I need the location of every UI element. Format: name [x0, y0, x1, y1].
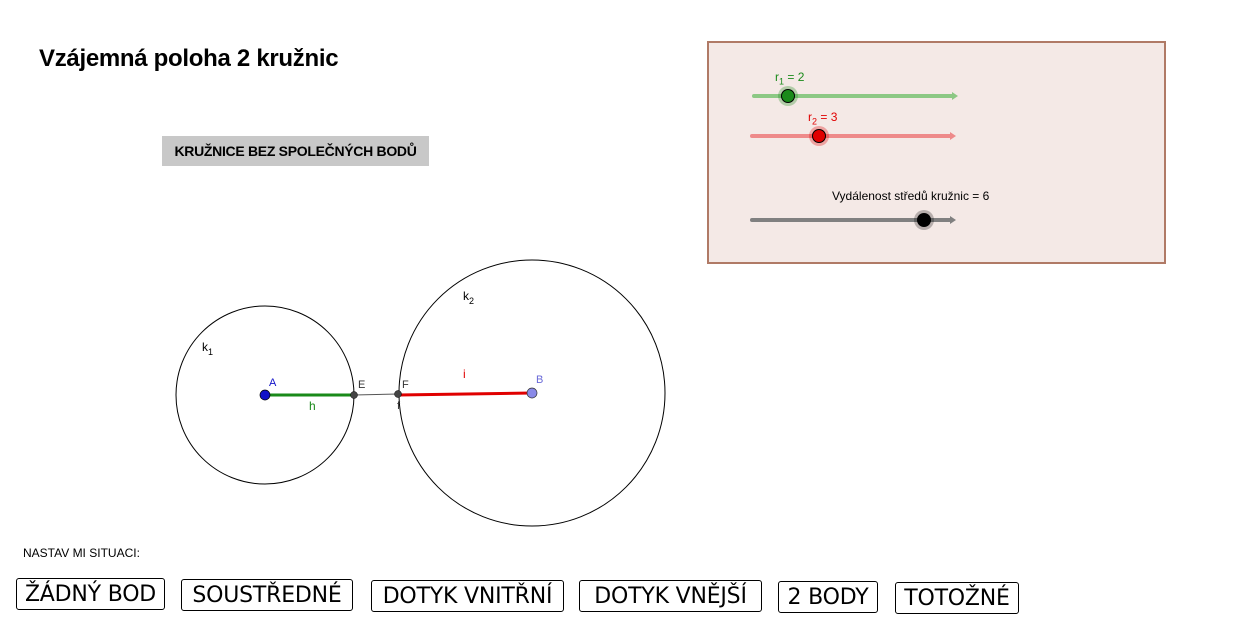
slider-distance-label: Vydálenost středů kružnic = 6: [832, 189, 990, 203]
point-e[interactable]: [350, 391, 358, 399]
label-segment-h: h: [309, 399, 316, 413]
label-segment-i: i: [463, 367, 466, 381]
page-title: Vzájemná poloha 2 kružnic: [39, 45, 339, 72]
slider-r1-track[interactable]: [752, 92, 958, 100]
label-k1: k1: [202, 340, 213, 357]
label-k2: k2: [463, 289, 474, 306]
slider-r2-knob[interactable]: [812, 129, 826, 143]
dotyk-vnitrni-button[interactable]: DOTYK VNITŘNÍ: [371, 580, 564, 612]
point-a[interactable]: [259, 389, 271, 401]
dva-body-button[interactable]: 2 BODY: [778, 581, 878, 613]
slider-r2-track[interactable]: [750, 132, 956, 140]
point-f[interactable]: [394, 390, 402, 398]
label-f-lower: f: [397, 400, 401, 412]
label-point-e: E: [358, 379, 365, 391]
dotyk-vnejsi-button[interactable]: DOTYK VNĚJŠÍ: [579, 580, 762, 612]
soustredne-button[interactable]: SOUSTŘEDNÉ: [181, 579, 353, 611]
segment-ef[interactable]: [353, 393, 399, 396]
slider-r1-label: r1 = 2: [775, 70, 805, 87]
status-label: KRUŽNICE BEZ SPOLEČNÝCH BODŮ: [162, 136, 429, 166]
label-point-a: A: [269, 377, 277, 389]
slider-distance-knob[interactable]: [917, 213, 931, 227]
slider-r1-knob[interactable]: [781, 89, 795, 103]
point-b[interactable]: [526, 387, 538, 399]
zadny-bod-button[interactable]: ŽÁDNÝ BOD: [16, 578, 165, 610]
slider-distance-track[interactable]: [750, 216, 956, 224]
status-text: KRUŽNICE BEZ SPOLEČNÝCH BODŮ: [174, 143, 417, 159]
slider-panel: [707, 41, 1166, 264]
label-point-f: F: [402, 379, 409, 391]
totozne-button[interactable]: TOTOŽNÉ: [895, 582, 1019, 614]
segment-i[interactable]: [397, 391, 533, 397]
prompt-label: NASTAV MI SITUACI:: [23, 546, 140, 560]
label-point-b: B: [536, 374, 543, 386]
slider-r2-label: r2 = 3: [808, 110, 838, 127]
